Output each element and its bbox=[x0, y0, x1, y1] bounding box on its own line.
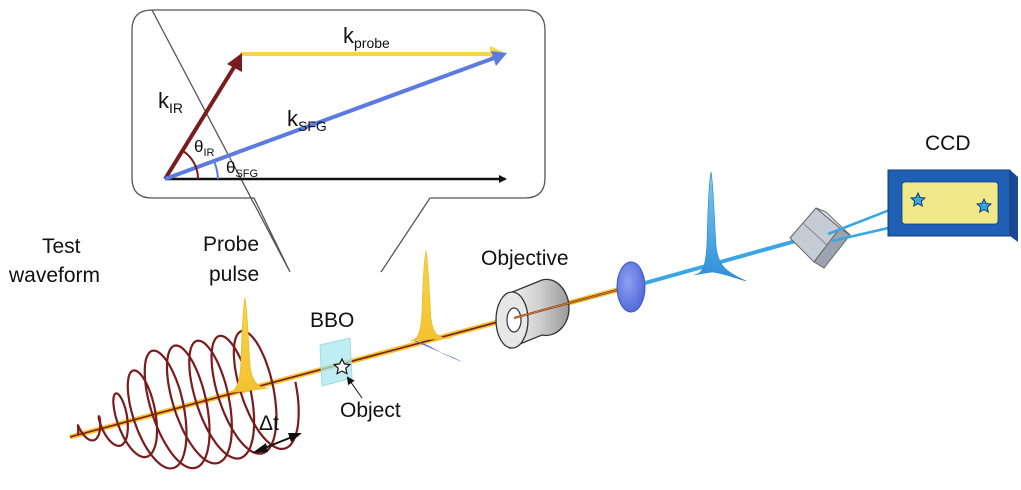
k-sfg-vector bbox=[164, 56, 495, 181]
sfg-pulse-blue bbox=[412, 340, 462, 362]
sfg-pulse-3 bbox=[693, 171, 747, 282]
ccd-image-star-2 bbox=[975, 197, 993, 213]
ccd-sensor bbox=[901, 181, 999, 225]
object-label: Object bbox=[340, 399, 401, 422]
vector-inset: kprobe kIR kSFG θIR θSFG bbox=[131, 9, 546, 273]
cube-diagonal bbox=[802, 222, 828, 246]
k-sfg-label: kSFG bbox=[287, 106, 327, 134]
probe-pulse-label-line1: Probe bbox=[203, 233, 259, 256]
probe-pulse-2 bbox=[409, 249, 453, 342]
bbo-label: BBO bbox=[310, 309, 354, 332]
test-waveform-label-line2: waveform bbox=[8, 264, 100, 287]
probe-pulse-1 bbox=[227, 296, 271, 394]
object-star bbox=[332, 357, 352, 375]
test-waveform-curve bbox=[76, 329, 300, 470]
theta-sfg-arc bbox=[213, 160, 219, 180]
sfg-beam bbox=[644, 235, 811, 285]
k-ir-label: kIR bbox=[158, 88, 183, 116]
test-waveform bbox=[76, 329, 300, 470]
ccd-image-star-1 bbox=[909, 191, 927, 207]
theta-sfg-label: θSFG bbox=[226, 158, 258, 180]
inset-callout-outline bbox=[131, 9, 546, 273]
k-ir-vector bbox=[163, 62, 238, 181]
ccd-camera bbox=[887, 169, 1018, 242]
objective-aperture bbox=[506, 307, 522, 333]
theta-ir-label: θIR bbox=[194, 137, 215, 159]
probe-pulse-label-line2: pulse bbox=[209, 263, 259, 286]
focusing-lens bbox=[616, 261, 646, 313]
object-pointer bbox=[346, 376, 363, 399]
k-ir-arrowhead bbox=[227, 53, 242, 72]
beam-through-objective-highlight bbox=[513, 286, 629, 319]
theta-ir-arc bbox=[182, 150, 200, 180]
delay-label: Δt bbox=[259, 412, 279, 435]
delay-arrow bbox=[252, 433, 302, 453]
k-sfg-arrowhead bbox=[491, 51, 507, 66]
bbo-crystal bbox=[319, 337, 353, 387]
ccd-label: CCD bbox=[925, 132, 971, 155]
objective-lens bbox=[495, 278, 570, 349]
test-waveform-label-line1: Test bbox=[42, 235, 81, 258]
k-probe-label: kprobe bbox=[343, 23, 390, 51]
objective-label: Objective bbox=[481, 247, 569, 270]
